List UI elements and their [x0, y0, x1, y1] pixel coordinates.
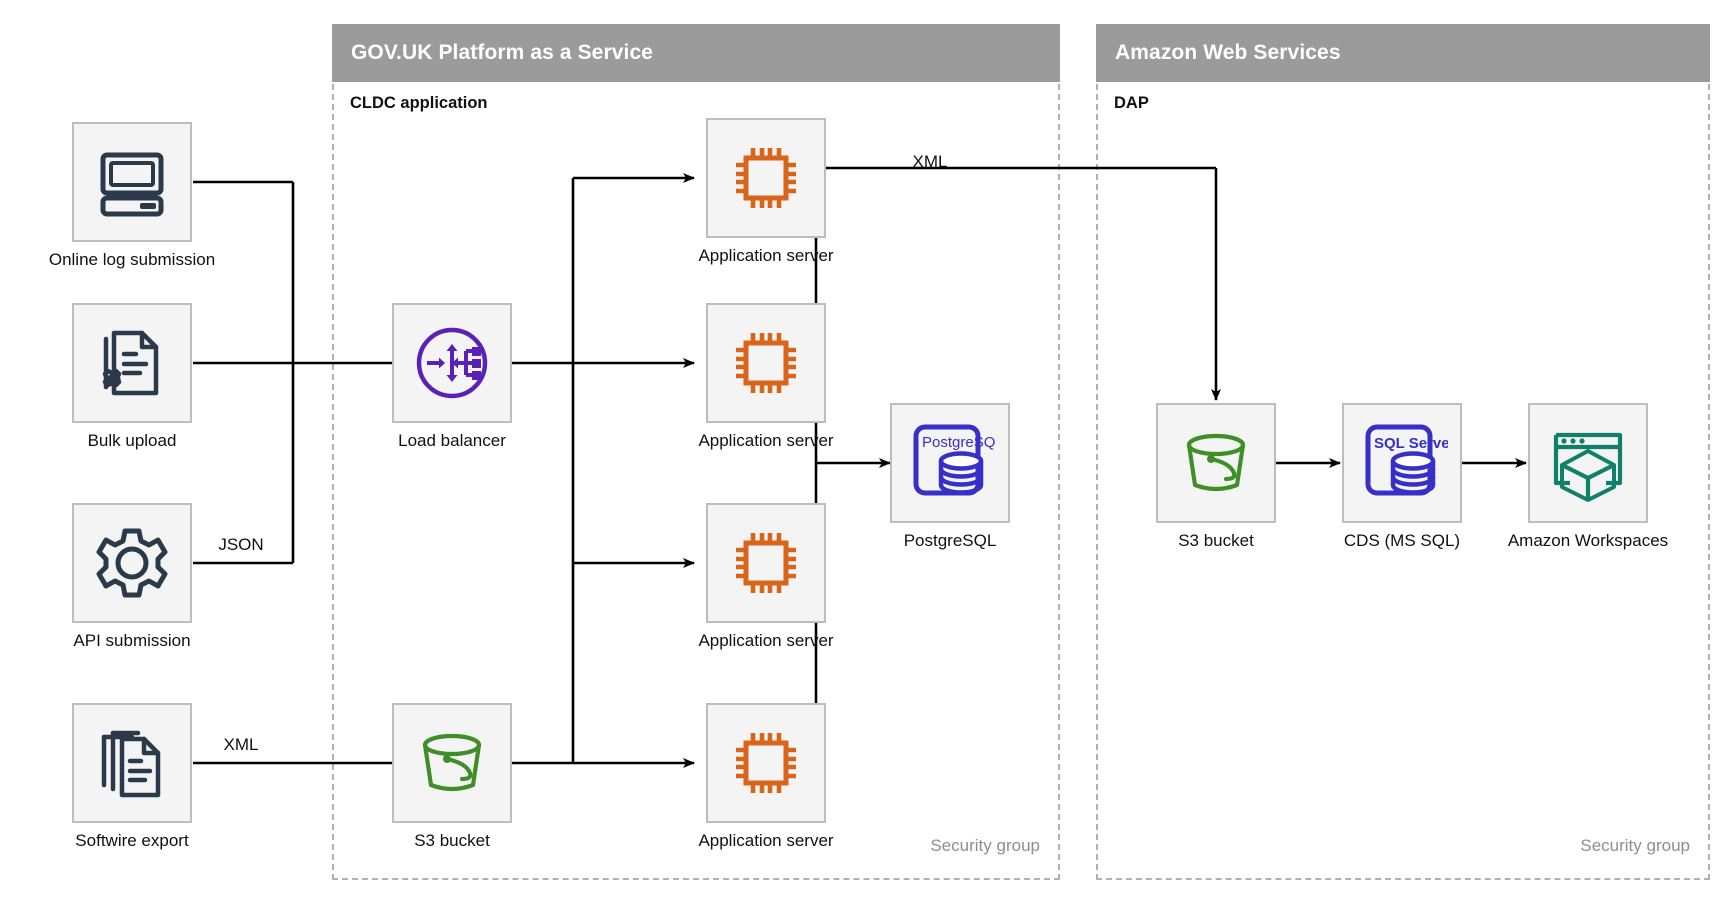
panel-paas-footer: Security group [930, 836, 1040, 855]
node-softwire-export[interactable]: Softwire export [72, 703, 192, 850]
postgresql-label: PostgreSQL [903, 531, 997, 550]
bulk-upload-label: Bulk upload [87, 431, 177, 450]
cds-ms-sql-box: SQL Server [1342, 403, 1462, 523]
cpu-chip-icon [736, 533, 796, 593]
load-balancer-label: Load balancer [398, 431, 506, 450]
node-app-server-2[interactable]: Application server [698, 303, 834, 450]
s3-bucket-paas-label: S3 bucket [414, 831, 490, 850]
node-bulk-upload[interactable]: Bulk upload [72, 303, 192, 450]
api-submission-box [72, 503, 192, 623]
cpu-chip-icon [736, 148, 796, 208]
app-server-4-box [706, 703, 826, 823]
api-submission-label: API submission [73, 631, 191, 650]
panel-aws-footer: Security group [1580, 836, 1690, 855]
bucket-icon [422, 733, 482, 792]
online-log-submission-label: Online log submission [48, 250, 216, 269]
node-postgresql[interactable]: PostgreSQL PostgreSQL [890, 403, 1010, 550]
s3-bucket-aws-label: S3 bucket [1178, 531, 1254, 550]
panel-aws-subtitle: DAP [1114, 94, 1149, 112]
xml-export-label: XML [912, 152, 948, 171]
amazon-workspaces-label: Amazon Workspaces [1507, 531, 1669, 550]
document-gear-icon [102, 330, 159, 396]
s3-bucket-aws-box [1156, 403, 1276, 523]
panel-aws-header-label: Amazon Web Services [1115, 41, 1341, 64]
node-online-log-submission[interactable]: Online log submission [49, 122, 215, 269]
cpu-chip-icon [736, 733, 796, 793]
load-balancer-icon [416, 327, 488, 399]
online-log-submission-box [72, 122, 192, 242]
json-label: JSON [218, 535, 264, 554]
node-app-server-1[interactable]: Application server [698, 118, 834, 265]
sql-server-icon-text: SQL Server [1374, 435, 1448, 452]
app-server-4-label: Application server [698, 831, 834, 850]
xml-source-label: XML [223, 735, 259, 754]
cds-ms-sql-label: CDS (MS SQL) [1343, 531, 1461, 550]
app-server-1-label: Application server [698, 246, 834, 265]
postgresql-box: PostgreSQL [890, 403, 1010, 523]
load-balancer-box [392, 303, 512, 423]
softwire-export-box [72, 703, 192, 823]
node-amazon-workspaces[interactable]: Amazon Workspaces [1508, 403, 1668, 550]
node-s3-bucket-aws[interactable]: S3 bucket [1156, 403, 1276, 550]
postgresql-icon-text: PostgreSQL [922, 434, 996, 451]
node-api-submission[interactable]: API submission [72, 503, 192, 650]
workspaces-cube-icon [1553, 432, 1623, 502]
panel-paas-header-label: GOV.UK Platform as a Service [351, 41, 653, 64]
app-server-3-label: Application server [698, 631, 834, 650]
document-stack-icon [101, 730, 161, 798]
desktop-computer-icon [100, 152, 164, 217]
node-app-server-4[interactable]: Application server [698, 703, 834, 850]
cpu-chip-icon [736, 333, 796, 393]
node-app-server-3[interactable]: Application server [698, 503, 834, 650]
app-server-2-label: Application server [698, 431, 834, 450]
panel-paas-header: GOV.UK Platform as a Service [332, 24, 1060, 82]
bucket-icon [1186, 433, 1246, 492]
sql-server-database-icon: SQL Server [1365, 424, 1448, 496]
postgresql-database-icon: PostgreSQL [913, 424, 996, 496]
app-server-3-box [706, 503, 826, 623]
panel-aws-header: Amazon Web Services [1096, 24, 1710, 82]
softwire-export-label: Softwire export [75, 831, 189, 850]
node-load-balancer[interactable]: Load balancer [392, 303, 512, 450]
panel-paas-subtitle: CLDC application [350, 94, 488, 112]
bulk-upload-box [72, 303, 192, 423]
s3-bucket-paas-box [392, 703, 512, 823]
gear-icon [96, 528, 168, 598]
node-s3-bucket-paas[interactable]: S3 bucket [392, 703, 512, 850]
app-server-1-box [706, 118, 826, 238]
node-cds-ms-sql[interactable]: SQL Server CDS (MS SQL) [1342, 403, 1462, 550]
app-server-2-box [706, 303, 826, 423]
amazon-workspaces-box [1528, 403, 1648, 523]
